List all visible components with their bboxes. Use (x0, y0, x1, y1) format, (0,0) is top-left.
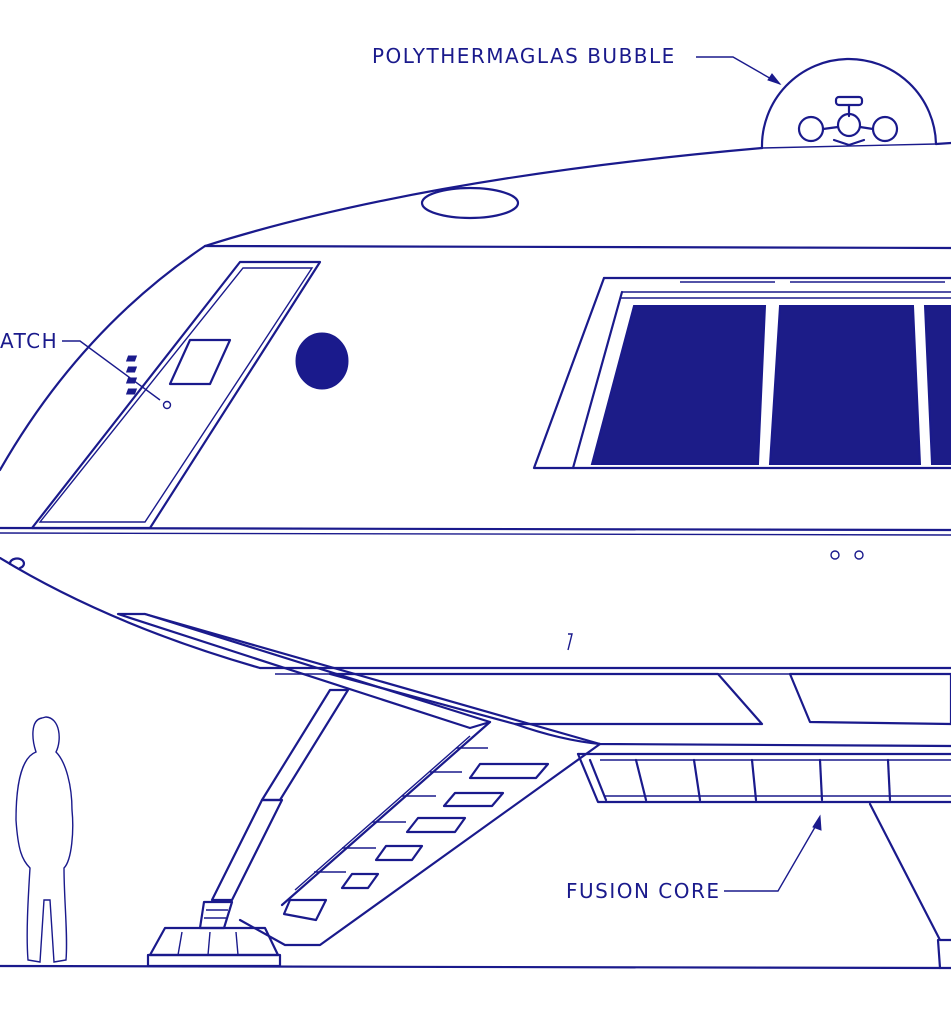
label-fusion-core: FUSION CORE (566, 879, 721, 903)
label-polythermaglas-bubble: POLYTHERMAGLAS BUBBLE (372, 44, 676, 68)
upper-hull (0, 141, 951, 536)
human-silhouette (15, 716, 74, 963)
porthole (295, 332, 349, 390)
fusion-core (576, 752, 951, 970)
bubble-arrowhead (767, 73, 782, 86)
bubble-leader (696, 56, 781, 85)
polythermaglas-bubble (760, 57, 938, 150)
label-hatch: ATCH (0, 329, 58, 353)
core-arrowhead (812, 814, 822, 831)
viewport-window (532, 276, 951, 470)
hatch-leader (62, 340, 161, 401)
core-leader (724, 821, 819, 892)
top-port-oval (420, 186, 520, 220)
hatch (30, 260, 322, 530)
landing-strut (146, 688, 350, 968)
boarding-ramp (116, 612, 602, 947)
ground-line (0, 964, 951, 970)
